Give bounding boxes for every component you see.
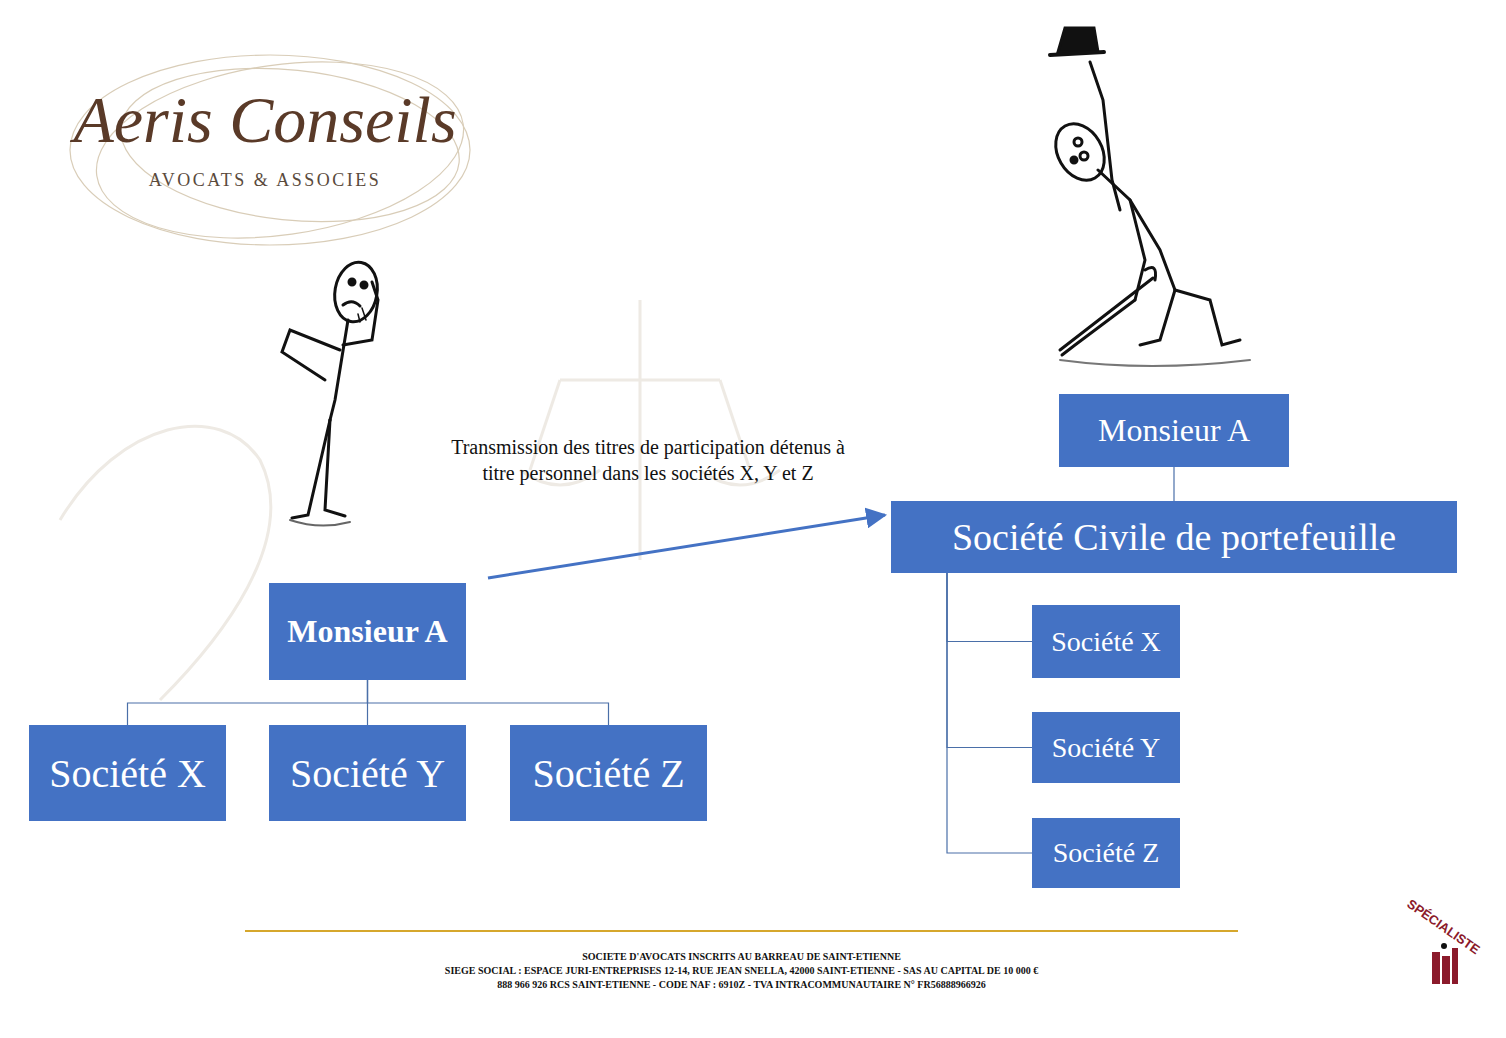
tree-connector bbox=[947, 573, 1032, 642]
company-box: Société Y bbox=[269, 725, 466, 821]
box-text: Société X bbox=[1051, 626, 1161, 658]
company-box: Société Z bbox=[510, 725, 707, 821]
box-text: Société Z bbox=[532, 750, 684, 797]
box-text: Monsieur A bbox=[1098, 412, 1250, 449]
tree-connector bbox=[1173, 467, 1174, 501]
footer-text: 888 966 926 RCS SAINT-ETIENNE - CODE NAF… bbox=[245, 979, 1238, 991]
company-box: Société X bbox=[29, 725, 226, 821]
footer-text: SIEGE SOCIAL : ESPACE JURI-ENTREPRISES 1… bbox=[245, 965, 1238, 977]
logo-text: Aeris Conseils bbox=[30, 82, 500, 158]
badge-text: SPÉCIALISTE bbox=[1394, 890, 1493, 965]
worried-stick-figure bbox=[282, 259, 382, 526]
tree-connector bbox=[947, 573, 1032, 853]
person-box: Monsieur A bbox=[1059, 394, 1289, 467]
box-text: Société X bbox=[49, 750, 206, 797]
box-text: Société Civile de portefeuille bbox=[952, 515, 1396, 559]
tree-connector bbox=[368, 680, 609, 725]
tree-connector bbox=[128, 680, 368, 725]
box-text: Monsieur A bbox=[287, 613, 447, 650]
transfer-arrow bbox=[488, 515, 885, 578]
tree-connector bbox=[947, 573, 1032, 748]
specialist-badge-icon bbox=[1432, 943, 1458, 984]
company-box: Société Z bbox=[1032, 818, 1180, 888]
logo-text: AVOCATS & ASSOCIES bbox=[30, 170, 500, 191]
footer-text: SOCIETE D'AVOCATS INSCRITS AU BARREAU DE… bbox=[245, 951, 1238, 963]
watermark bbox=[60, 300, 780, 700]
holding-box: Société Civile de portefeuille bbox=[891, 501, 1457, 573]
company-box: Société X bbox=[1032, 605, 1180, 678]
person-box: Monsieur A bbox=[269, 583, 466, 680]
gentleman-stick-figure bbox=[1046, 28, 1250, 366]
box-text: Société Y bbox=[1052, 732, 1161, 764]
box-text: Société Y bbox=[290, 750, 445, 797]
footer-rule bbox=[245, 930, 1238, 932]
arrow-label: Transmission des titres de participation… bbox=[448, 434, 848, 486]
box-text: Société Z bbox=[1053, 837, 1160, 869]
company-box: Société Y bbox=[1032, 712, 1180, 783]
